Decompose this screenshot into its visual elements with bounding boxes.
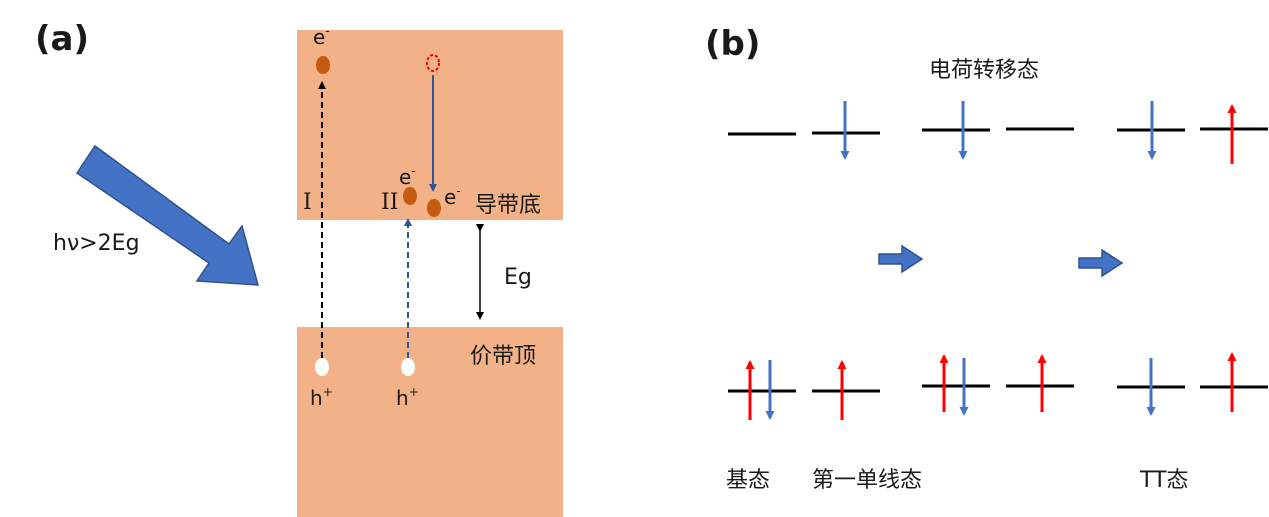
valence-band <box>297 327 563 517</box>
hole-2 <box>401 358 415 376</box>
photon-arrow <box>75 144 259 286</box>
photon-energy-label: hν>2Eg <box>53 231 140 256</box>
electron-high <box>316 56 330 74</box>
ground-state-label: 基态 <box>726 468 770 493</box>
transition-arrow-1 <box>878 244 924 274</box>
transition-arrow-2 <box>1078 248 1124 278</box>
electron-ii <box>403 187 417 205</box>
hole-1 <box>315 358 329 376</box>
vb-top-label: 价带顶 <box>470 344 536 369</box>
path-ii-label: II <box>381 190 398 215</box>
hole-1-label: h+ <box>310 385 333 410</box>
panel-b-label: (b) <box>705 24 760 64</box>
electron-relaxed-label: e- <box>444 184 461 209</box>
panel-a-label: (a) <box>35 19 89 59</box>
singlet-state-label: 第一单线态 <box>812 468 922 493</box>
charge-transfer-label: 电荷转移态 <box>929 58 1039 83</box>
cb-bottom-label: 导带底 <box>475 193 541 218</box>
tt-state-label: TT态 <box>1139 468 1189 493</box>
electron-relaxed <box>427 199 441 217</box>
path-i-label: I <box>303 190 312 215</box>
electron-high-label: e- <box>313 24 330 49</box>
conduction-band <box>297 30 563 220</box>
band-gap-label: Eg <box>504 265 532 290</box>
hole-2-label: h+ <box>396 385 419 410</box>
electron-ii-label: e- <box>399 164 416 189</box>
hot-electron-origin <box>426 54 440 72</box>
